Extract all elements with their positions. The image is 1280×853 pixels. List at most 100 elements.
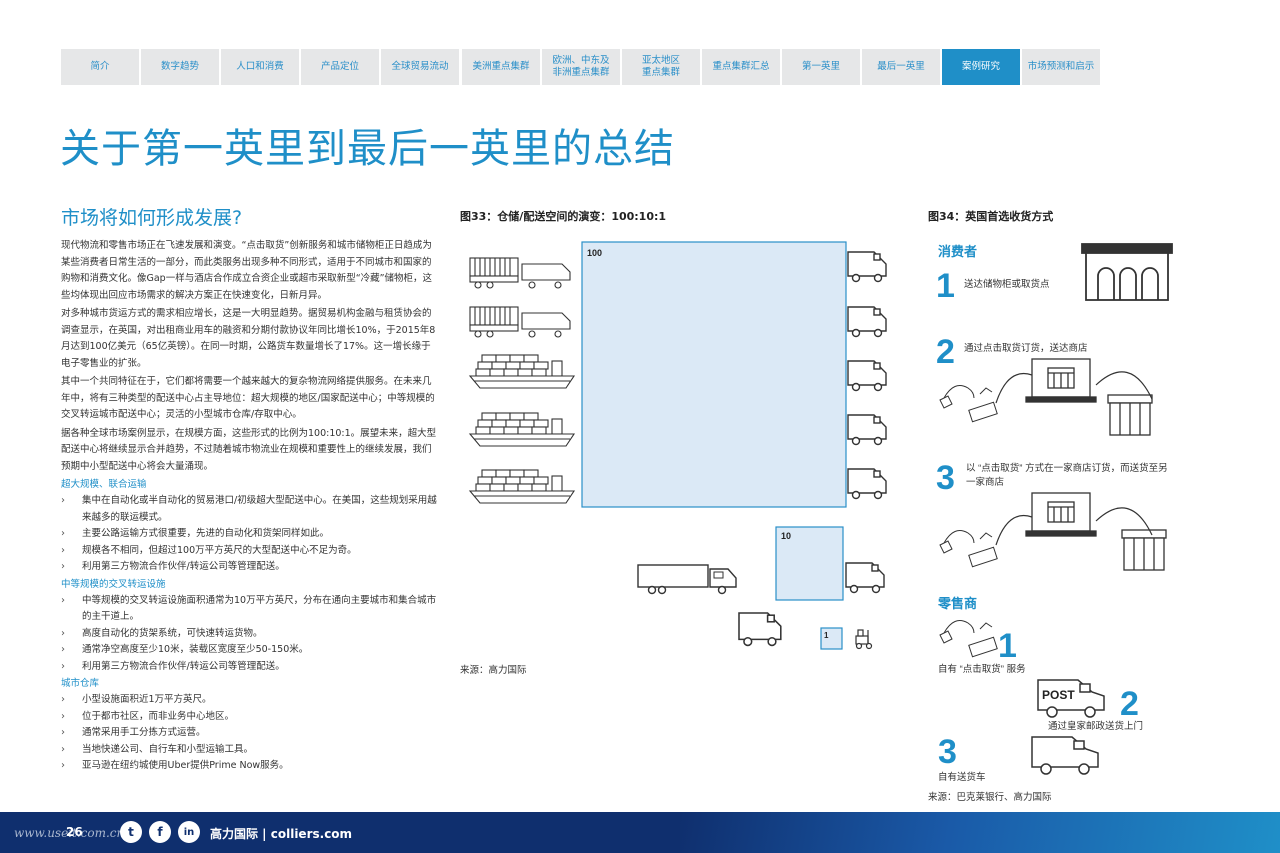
chevron-right-icon: › — [61, 495, 65, 506]
bullet-item: › 利用第三方物流合作伙伴/转运公司等管理配送。 — [61, 659, 439, 676]
bullet-text: 位于都市社区，而非业务中心地区。 — [82, 710, 235, 722]
bullet-text: 亚马逊在纽约城使用Uber提供Prime Now服务。 — [82, 760, 289, 771]
bullet-text: 中等规模的交叉转运设施面积通常为10万平方英尺，分布在通向主要城市和集合城市的主… — [82, 594, 437, 623]
linkedin-icon[interactable]: in — [178, 821, 200, 843]
chevron-right-icon: › — [61, 528, 65, 539]
paragraph: 现代物流和零售市场正在飞速发展和演变。“点击取货”创新服务和城市储物柜正日趋成为… — [61, 240, 433, 301]
nav-tab[interactable]: 案例研究 — [942, 49, 1020, 85]
consumer-heading: 消费者 — [938, 244, 977, 259]
bullet-groups: 超大规模、联合运输 ›集中在自动化或半自动化的贸易港口/初级超大型配送中心。在美国… — [61, 477, 439, 775]
nav-tab[interactable]: 美洲重点集群 — [462, 49, 540, 85]
figure-33-diagram: 100 10 1 — [469, 241, 887, 650]
retailer-text-2: 通过皇家邮政送货上门 — [1048, 720, 1143, 732]
retailer-heading: 零售商 — [937, 596, 977, 611]
pickup-point-icon — [1081, 243, 1173, 301]
retailer-text-1: 自有 “点击取货” 服务 — [938, 663, 1026, 675]
chevron-right-icon: › — [61, 561, 65, 572]
warehouse-1-label: 1 — [824, 631, 829, 640]
facebook-icon[interactable]: f — [149, 821, 171, 843]
consumer-text-3a: 以 “点击取货” 方式在一家商店订货，而送货至另 — [966, 462, 1168, 474]
bullet-item: › 规模各不相同，但超过100万平方英尺的大型配送中心不足为奇。 — [61, 543, 439, 560]
figure-34-title: 图34：英国首选收货方式 — [928, 210, 1054, 223]
bullet-item: › 利用第三方物流合作伙伴/转运公司等管理配送。 — [61, 559, 439, 576]
page-title: 关于第一英里到最后一英里的总结 — [60, 126, 675, 172]
nav-tab[interactable]: 产品定位 — [301, 49, 379, 85]
warehouse-10-label: 10 — [781, 531, 791, 541]
figure-33-source: 来源：高力国际 — [460, 665, 527, 676]
bullet-text: 通常净空高度至少10米，装载区宽度至少50-150米。 — [82, 644, 309, 655]
bullet-text: 利用第三方物流合作伙伴/转运公司等管理配送。 — [82, 660, 285, 672]
chevron-right-icon: › — [61, 760, 65, 771]
nav-tab[interactable]: 全球贸易流动 — [381, 49, 459, 85]
watermark: www.useit.com.cn — [14, 826, 125, 840]
chevron-right-icon: › — [61, 644, 65, 655]
bullet-text: 主要公路运输方式很重要，先进的自动化和货架同样如此。 — [82, 528, 330, 539]
chevron-right-icon: › — [61, 727, 65, 738]
nav-tab[interactable]: 最后一英里 — [862, 49, 940, 85]
nav-tab[interactable]: 人口和消费 — [221, 49, 299, 85]
page-number: 26 — [66, 825, 83, 839]
retailer-text-3: 自有送货车 — [938, 771, 986, 783]
chevron-right-icon: › — [61, 544, 65, 556]
nav-tab[interactable]: 简介 — [61, 49, 139, 85]
paragraph: 据各种全球市场案例显示，在规模方面，这些形式的比例为100:10:1。展望未来，… — [61, 427, 437, 472]
bullet-text: 规模各不相同，但超过100万平方英尺的大型配送中心不足为奇。 — [82, 544, 357, 556]
figure-34-diagram: 消费者 1 送达储物柜或取货点 2 通过点击取货订货，送达商店 3 以 “点击取… — [936, 243, 1173, 783]
warehouse-100-label: 100 — [587, 248, 602, 258]
bullet-text: 高度自动化的货架系统，可快速转运货物。 — [82, 627, 263, 639]
retailer-number-1: 1 — [998, 627, 1017, 665]
bullet-item: › 亚马逊在纽约城使用Uber提供Prime Now服务。 — [61, 758, 439, 775]
consumer-number-2: 2 — [936, 333, 955, 371]
consumer-text-2: 通过点击取货订货，送达商店 — [964, 342, 1088, 354]
warehouse-1-box — [820, 627, 843, 650]
post-label: POST — [1042, 688, 1075, 702]
bullet-item: › 通常采用手工分拣方式运营。 — [61, 725, 439, 742]
nav-tab[interactable]: 数字趋势 — [141, 49, 219, 85]
sub-heading: 中等规模的交叉转运设施 — [61, 578, 166, 590]
section-nav: 简介数字趋势人口和消费产品定位全球贸易流动美洲重点集群欧洲、中东及 非洲重点集群… — [61, 49, 1221, 85]
consumer-text-1: 送达储物柜或取货点 — [964, 278, 1050, 290]
sub-heading: 城市仓库 — [61, 678, 100, 689]
figure-33-title: 图33：仓储/配送空间的演变：100:10:1 — [460, 210, 667, 223]
footer-accent — [680, 812, 1280, 853]
consumer-number-1: 1 — [936, 267, 955, 305]
bullet-item: › 位于都市社区，而非业务中心地区。 — [61, 709, 439, 726]
bullet-item: › 通常净空高度至少10米，装载区宽度至少50-150米。 — [61, 642, 439, 659]
paragraph: 其中一个共同特征在于，它们都将需要一个越来越大的复杂物流网络提供服务。在未来几年… — [61, 376, 435, 420]
chevron-right-icon: › — [61, 694, 65, 705]
bullet-text: 当地快递公司、自行车和小型运输工具。 — [82, 743, 254, 755]
bullet-text: 通常采用手工分拣方式运营。 — [82, 727, 206, 738]
nav-tab[interactable]: 欧洲、中东及 非洲重点集群 — [542, 49, 620, 85]
twitter-icon[interactable]: t — [120, 821, 142, 843]
sub-heading: 超大规模、联合运输 — [61, 479, 147, 490]
warehouse-100-box — [581, 241, 847, 508]
chevron-right-icon: › — [61, 743, 65, 755]
footer-brand-link[interactable]: 高力国际 | colliers.com — [210, 827, 353, 841]
bullet-item: › 高度自动化的货架系统，可快速转运货物。 — [61, 626, 439, 643]
left-column: 市场将如何形成发展? 现代物流和零售市场正在飞速发展和演变。“点击取货”创新服务… — [61, 203, 439, 775]
consumer-number-3: 3 — [936, 459, 955, 497]
retailer-number-2: 2 — [1120, 685, 1139, 723]
nav-tab[interactable]: 第一英里 — [782, 49, 860, 85]
chevron-right-icon: › — [61, 594, 65, 606]
chevron-right-icon: › — [61, 710, 65, 722]
chevron-right-icon: › — [61, 627, 65, 639]
nav-tab[interactable]: 重点集群汇总 — [702, 49, 780, 85]
nav-tab[interactable]: 市场预测和启示 — [1022, 49, 1100, 85]
bullet-item: › 小型设施面积近1万平方英尺。 — [61, 692, 439, 709]
figure-34-source: 来源：巴克莱银行、高力国际 — [928, 792, 1052, 803]
bullet-text: 利用第三方物流合作伙伴/转运公司等管理配送。 — [82, 561, 285, 572]
paragraph: 对多种城市货运方式的需求相应增长，这是一大明显趋势。据贸易机构金融与租赁协会的调… — [61, 308, 436, 369]
footer: www.useit.com.cn 26 t f in 高力国际 | collie… — [0, 812, 1280, 853]
bullet-item: › 主要公路运输方式很重要，先进的自动化和货架同样如此。 — [61, 526, 439, 543]
bullet-item: ›集中在自动化或半自动化的贸易港口/初级超大型配送中心。在美国，这些规划采用越来… — [61, 493, 439, 526]
chevron-right-icon: › — [61, 660, 65, 672]
bullet-item: › 当地快递公司、自行车和小型运输工具。 — [61, 742, 439, 759]
warehouse-10-box — [775, 526, 844, 601]
nav-tab[interactable]: 亚太地区 重点集群 — [622, 49, 700, 85]
consumer-text-3b: 一家商店 — [966, 476, 1004, 488]
section-heading: 市场将如何形成发展? — [61, 207, 243, 229]
retailer-number-3: 3 — [938, 733, 957, 771]
bullet-text: 小型设施面积近1万平方英尺。 — [82, 694, 212, 705]
bullet-item: › 中等规模的交叉转运设施面积通常为10万平方英尺，分布在通向主要城市和集合城市的… — [61, 593, 439, 626]
